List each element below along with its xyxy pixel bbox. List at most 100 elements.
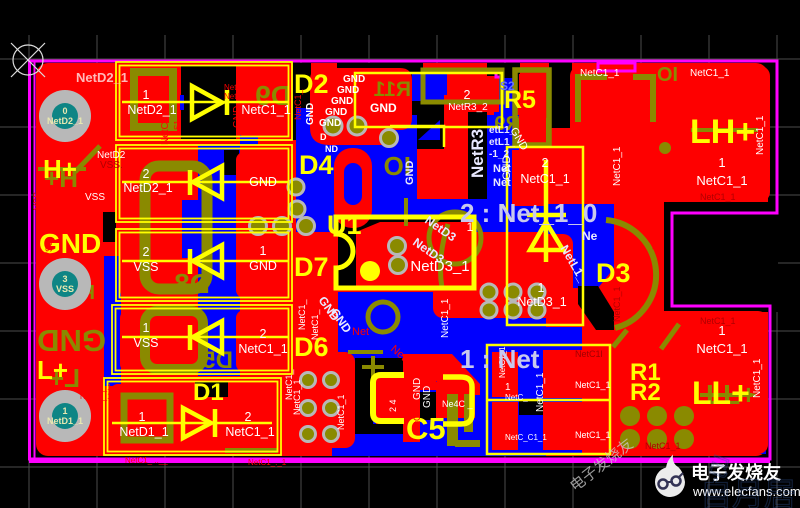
svg-text:Net: Net [493, 177, 511, 189]
svg-text:VSS: VSS [133, 260, 158, 274]
svg-text:0: 0 [62, 106, 67, 116]
svg-text:1: 1 [62, 406, 67, 416]
svg-text:2: 2 [260, 327, 267, 341]
svg-text:NetC1_1: NetC1_1 [575, 380, 611, 390]
svg-text:1: 1 [538, 281, 545, 295]
svg-text:NetC1_: NetC1_ [224, 83, 252, 92]
svg-text:NetC1_1: NetC1_1 [752, 358, 763, 398]
svg-text:VSS: VSS [85, 192, 105, 203]
svg-text:NetC1_._1: NetC1_._1 [248, 458, 287, 467]
svg-text:2 4: 2 4 [388, 399, 398, 412]
svg-text:C5: C5 [406, 411, 446, 446]
svg-text:2: 2 [245, 410, 252, 424]
svg-text:NetC1_1: NetC1_1 [700, 192, 736, 202]
svg-text:2: 2 [464, 88, 471, 102]
svg-text:2: 2 [143, 245, 150, 259]
svg-text:NetC_C1_1: NetC_C1_1 [505, 433, 547, 442]
svg-text:NetD3_1: NetD3_1 [517, 295, 566, 309]
svg-text:D4: D4 [299, 150, 334, 180]
svg-text:NetD2_1: NetD2_1 [127, 103, 176, 117]
svg-text:Ne: Ne [582, 229, 598, 243]
svg-text:D1: D1 [193, 379, 224, 406]
svg-text:NetC: NetC [412, 414, 422, 435]
svg-text:GND: GND [412, 378, 423, 400]
svg-text:NetC1_1: NetC1_1 [755, 115, 766, 155]
svg-text:GND: GND [422, 386, 433, 408]
svg-text:VSS: VSS [44, 240, 54, 258]
svg-text:NetC1_ ..__: NetC1_ ..__ [125, 456, 168, 465]
svg-text:NetD1_1: NetD1_1 [119, 425, 168, 439]
svg-text:GND: GND [331, 96, 353, 107]
svg-text:NetC1_: NetC1_ [297, 298, 307, 330]
svg-text:L+: L+ [37, 355, 68, 385]
svg-text:NetD2_1: NetD2_1 [47, 116, 83, 126]
svg-text:NetC1_1: NetC1_1 [225, 425, 274, 439]
svg-text:D7: D7 [294, 252, 329, 282]
svg-text:NetC1_1: NetC1_1 [612, 286, 622, 322]
svg-text:IO: IO [657, 64, 678, 86]
svg-text:GND: GND [249, 175, 277, 189]
svg-text:NetC1_1: NetC1_1 [575, 430, 611, 440]
svg-text:GND: GND [337, 85, 359, 96]
svg-text:GND: GND [232, 106, 243, 128]
svg-text:LL+: LL+ [706, 379, 757, 410]
svg-text:3: 3 [62, 274, 67, 284]
svg-text:NetC1_: NetC1_ [310, 308, 320, 340]
svg-text:NetC1_1: NetC1_1 [80, 392, 112, 401]
svg-text:D2: D2 [294, 69, 329, 99]
svg-text:NetD3_1: NetD3_1 [410, 258, 469, 275]
svg-text:NetC1_1: NetC1_1 [612, 146, 623, 186]
svg-text:NetD2_1: NetD2_1 [76, 70, 128, 85]
svg-text:NetC1_1: NetC1_1 [498, 346, 507, 378]
svg-text:NetC1_1: NetC1_1 [651, 214, 661, 250]
svg-text:1: 1 [143, 321, 150, 335]
svg-text:GND: GND [501, 156, 513, 181]
svg-text:1: 1 [505, 382, 511, 393]
svg-text:U1: U1 [327, 210, 362, 240]
svg-text:NetC1_1: NetC1_1 [700, 316, 736, 326]
svg-text:NetC1_1: NetC1_1 [80, 383, 112, 392]
svg-text:NetC: NetC [160, 122, 171, 145]
svg-text:LL+: LL+ [692, 375, 750, 411]
svg-text:D6: D6 [294, 332, 329, 362]
svg-text:自月居: 自月居 [700, 476, 796, 508]
svg-text:www.elecfans.com: www.elecfans.com [692, 484, 800, 499]
svg-text:S1: S1 [173, 120, 182, 130]
svg-text:GND: GND [319, 118, 341, 129]
svg-text:NetR3: NetR3 [468, 129, 487, 178]
svg-text:1: 1 [260, 244, 267, 258]
svg-text:1: 1 [143, 88, 150, 102]
svg-text:电子发烧友: 电子发烧友 [691, 462, 781, 483]
svg-text:1 : Net: 1 : Net [460, 344, 540, 374]
svg-text:NetC1_: NetC1_ [284, 368, 294, 400]
svg-text:NetC1_1: NetC1_1 [440, 298, 451, 338]
svg-text:D9: D9 [255, 80, 291, 111]
svg-text:NetC1_1: NetC1_1 [238, 342, 287, 356]
svg-text:GND: GND [343, 74, 365, 85]
svg-text:NetC1_1: NetC1_1 [580, 68, 620, 79]
svg-text:S2: S2 [500, 79, 515, 93]
svg-text:2: 2 [542, 156, 549, 170]
svg-text:R1: R1 [630, 359, 661, 386]
svg-text:2: 2 [143, 167, 150, 181]
svg-text:etL1_: etL1_ [489, 137, 516, 148]
svg-text:VSS: VSS [56, 284, 74, 294]
svg-text:Net: Net [352, 326, 369, 338]
svg-text:2 : Net_1_0: 2 : Net_1_0 [460, 198, 597, 228]
svg-text:VSS.: VSS. [100, 160, 123, 171]
svg-text:1: 1 [139, 410, 146, 424]
svg-text:D: D [320, 132, 327, 142]
svg-text:NetC1l: NetC1l [575, 349, 603, 359]
svg-text:L+: L+ [49, 363, 80, 393]
svg-text:NetD2: NetD2 [97, 150, 126, 161]
svg-text:LH+: LH+ [690, 113, 755, 151]
svg-text:D3: D3 [596, 258, 631, 288]
svg-text:H+: H+ [44, 163, 78, 193]
svg-text:VSS: VSS [133, 336, 158, 350]
svg-text:NetC1_1: NetC1_1 [241, 103, 290, 117]
svg-text:GND: GND [404, 161, 416, 186]
svg-text:NetC1_1: NetC1_1 [336, 394, 346, 430]
svg-text:IO: IO [384, 151, 411, 181]
svg-text:NetD1_1: NetD1_1 [47, 416, 83, 426]
svg-text:NetC1_1: NetC1_1 [690, 68, 730, 79]
